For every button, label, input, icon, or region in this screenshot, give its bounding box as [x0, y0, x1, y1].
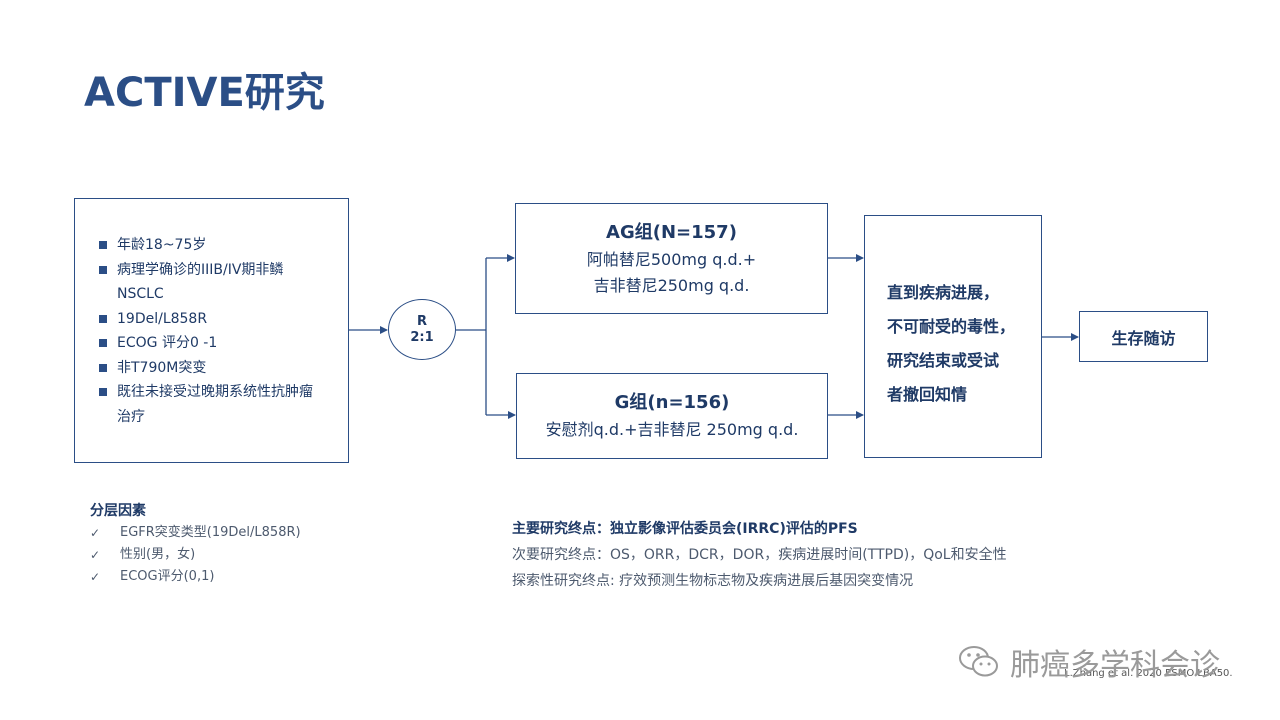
treatment-duration-line: 直到疾病进展， [887, 283, 1000, 302]
square-bullet-icon [99, 265, 107, 274]
treatment-duration-line: 者撤回知情 [887, 385, 968, 404]
survival-follow-up-box: 生存随访 [1079, 311, 1208, 362]
wechat-icon [959, 646, 998, 677]
check-icon: ✓ [90, 570, 101, 584]
stratification-item-text: ECOG评分(0,1) [120, 569, 215, 584]
criteria-item-text: 非T790M突变 [117, 359, 207, 376]
g-arm-box: G组(n=156) 安慰剂q.d.+吉非替尼 250mg q.d. [516, 373, 828, 459]
stratification-item: ✓ EGFR突变类型(19Del/L858R) [90, 522, 301, 544]
criteria-item: 非T790M突变 [99, 356, 338, 381]
ag-arm-regimen-line: 吉非替尼250mg q.d. [593, 275, 750, 295]
stratification-factors: 分层因素 ✓ EGFR突变类型(19Del/L858R) ✓ 性别(男，女) ✓… [90, 500, 301, 588]
criteria-item: 19Del/L858R [99, 307, 338, 332]
criteria-item-text: 病理学确诊的IIIB/IV期非鳞 NSCLC [117, 261, 284, 303]
stratification-item-text: 性别(男，女) [120, 547, 196, 562]
randomization-ratio: 2:1 [410, 329, 434, 345]
randomization-node: R 2:1 [388, 299, 456, 360]
watermark: 肺癌多学科会诊 [958, 640, 1220, 684]
criteria-item: 病理学确诊的IIIB/IV期非鳞 NSCLC [99, 258, 338, 307]
randomization-label: R [416, 313, 427, 329]
check-icon: ✓ [90, 526, 101, 540]
slide-title: ACTIVE研究 [84, 70, 325, 116]
square-bullet-icon [99, 314, 107, 323]
check-icon: ✓ [90, 548, 101, 562]
criteria-item: 年龄18~75岁 [99, 233, 338, 258]
square-bullet-icon [99, 388, 107, 396]
stratification-title: 分层因素 [90, 503, 146, 519]
treatment-duration-line: 不可耐受的毒性， [887, 317, 1016, 336]
square-bullet-icon [99, 241, 107, 249]
g-arm-title: G组(n=156) [614, 392, 730, 413]
square-bullet-icon [99, 363, 107, 372]
criteria-item-text: 19Del/L858R [117, 310, 208, 327]
inclusion-criteria-box: 年龄18~75岁 病理学确诊的IIIB/IV期非鳞 NSCLC 19Del/L8… [74, 198, 349, 463]
stratification-item: ✓ 性别(男，女) [90, 544, 301, 566]
criteria-item: ECOG 评分0 -1 [99, 331, 338, 356]
exploratory-endpoint: 探索性研究终点: 疗效预测生物标志物及疾病进展后基因突变情况 [512, 573, 914, 589]
citation: L.Zhang et al. 2020 ESMO LBA50. [1064, 668, 1233, 679]
g-arm-regimen-line: 安慰剂q.d.+吉非替尼 250mg q.d. [545, 420, 799, 439]
ag-arm-title: AG组(N=157) [606, 221, 737, 243]
stratification-item: ✓ ECOG评分(0,1) [90, 566, 301, 588]
treatment-duration-line: 研究结束或受试 [887, 351, 1000, 370]
square-bullet-icon [99, 339, 107, 347]
criteria-item: 既往未接受过晚期系统性抗肿瘤 治疗 [99, 380, 338, 429]
criteria-item-text: 既往未接受过晚期系统性抗肿瘤 治疗 [117, 384, 313, 425]
ag-arm-regimen-line: 阿帕替尼500mg q.d.+ [586, 249, 757, 269]
secondary-endpoint: 次要研究终点：OS，ORR，DCR，DOR，疾病进展时间(TTPD)，QoL和安… [512, 547, 1007, 563]
criteria-item-text: 年龄18~75岁 [117, 237, 207, 253]
stratification-item-text: EGFR突变类型(19Del/L858R) [120, 525, 301, 540]
watermark-text: 肺癌多学科会诊 [1010, 648, 1220, 683]
criteria-item-text: ECOG 评分0 -1 [117, 335, 218, 351]
study-endpoints: 主要研究终点：独立影像评估委员会(IRRC)评估的PFS 次要研究终点：OS，O… [512, 516, 1007, 594]
ag-arm-box: AG组(N=157) 阿帕替尼500mg q.d.+ 吉非替尼250mg q.d… [515, 203, 828, 314]
primary-endpoint: 主要研究终点：独立影像评估委员会(IRRC)评估的PFS [512, 521, 858, 537]
treatment-duration-box: 直到疾病进展， 不可耐受的毒性， 研究结束或受试 者撤回知情 [864, 215, 1042, 458]
